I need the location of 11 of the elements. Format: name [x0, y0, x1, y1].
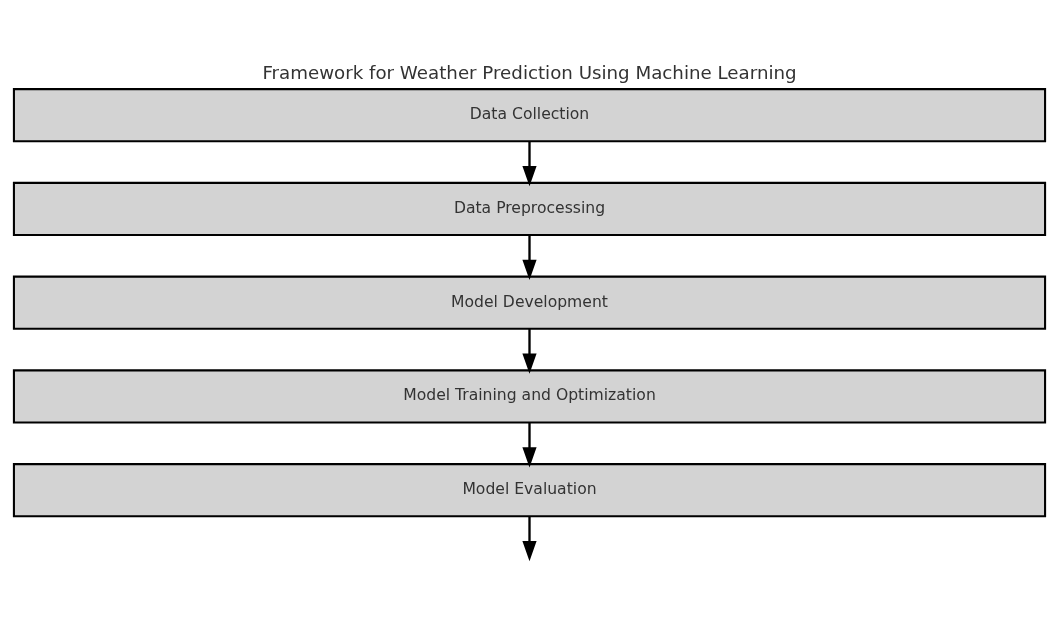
- node-box: Data Preprocessing: [12, 181, 1047, 236]
- node-box: Model Development: [12, 275, 1047, 330]
- arrow: [522, 140, 537, 186]
- diagram-title: Framework for Weather Prediction Using Machine Learning: [262, 61, 797, 83]
- arrow: [522, 328, 537, 374]
- node-box: Model Training and Optimization: [12, 368, 1047, 423]
- arrow: [522, 516, 537, 561]
- arrow: [522, 234, 537, 280]
- node-box: Model Evaluation: [12, 462, 1047, 517]
- arrow: [522, 422, 537, 467]
- node-box: Data Collection: [12, 87, 1047, 142]
